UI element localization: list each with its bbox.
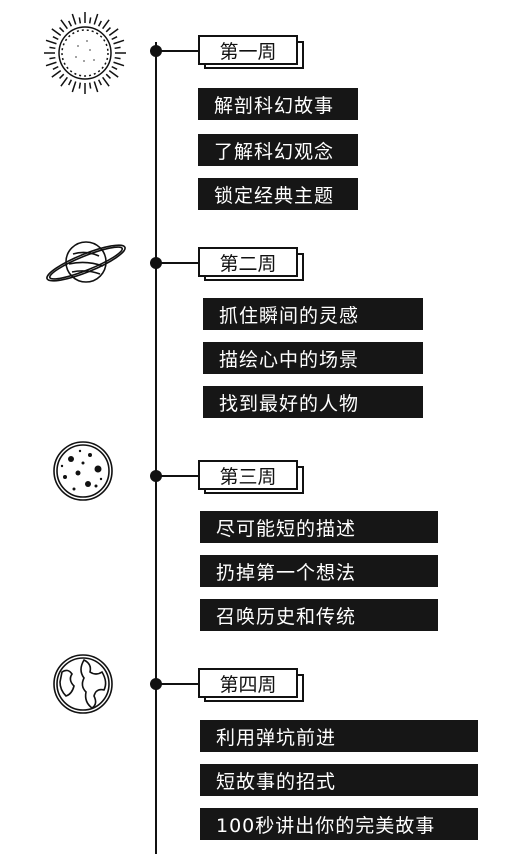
topic-item: 100秒讲出你的完美故事 <box>200 808 478 840</box>
topic-item: 解剖科幻故事 <box>198 88 358 120</box>
spotted-planet-icon <box>53 441 113 501</box>
week-label: 第二周 <box>198 247 298 277</box>
topic-item: 描绘心中的场景 <box>203 342 423 374</box>
topic-item: 抓住瞬间的灵感 <box>203 298 423 330</box>
timeline-node <box>150 45 162 57</box>
timeline-line <box>155 42 157 854</box>
topic-item: 利用弹坑前进 <box>200 720 478 752</box>
topic-item: 了解科幻观念 <box>198 134 358 166</box>
earth-icon <box>53 654 113 714</box>
topic-item: 尽可能短的描述 <box>200 511 438 543</box>
week-3-section: 第三周 尽可能短的描述 扔掉第一个想法 召唤历史和传统 <box>0 433 509 633</box>
timeline-node <box>150 678 162 690</box>
sun-icon <box>44 12 126 94</box>
timeline-connector <box>160 50 200 52</box>
week-1-section: 第一周 解剖科幻故事 了解科幻观念 锁定经典主题 <box>0 8 509 210</box>
timeline-connector <box>160 475 200 477</box>
week-2-section: 第二周 抓住瞬间的灵感 描绘心中的场景 找到最好的人物 <box>0 220 509 420</box>
ringed-planet-icon <box>46 241 126 283</box>
timeline-connector <box>160 683 200 685</box>
timeline-node <box>150 257 162 269</box>
topic-item: 短故事的招式 <box>200 764 478 796</box>
topic-item: 找到最好的人物 <box>203 386 423 418</box>
timeline-node <box>150 470 162 482</box>
topic-item: 锁定经典主题 <box>198 178 358 210</box>
week-4-section: 第四周 利用弹坑前进 短故事的招式 100秒讲出你的完美故事 <box>0 648 509 848</box>
week-label: 第四周 <box>198 668 298 698</box>
topic-item: 召唤历史和传统 <box>200 599 438 631</box>
topic-item: 扔掉第一个想法 <box>200 555 438 587</box>
week-label: 第三周 <box>198 460 298 490</box>
timeline-connector <box>160 262 200 264</box>
week-label: 第一周 <box>198 35 298 65</box>
